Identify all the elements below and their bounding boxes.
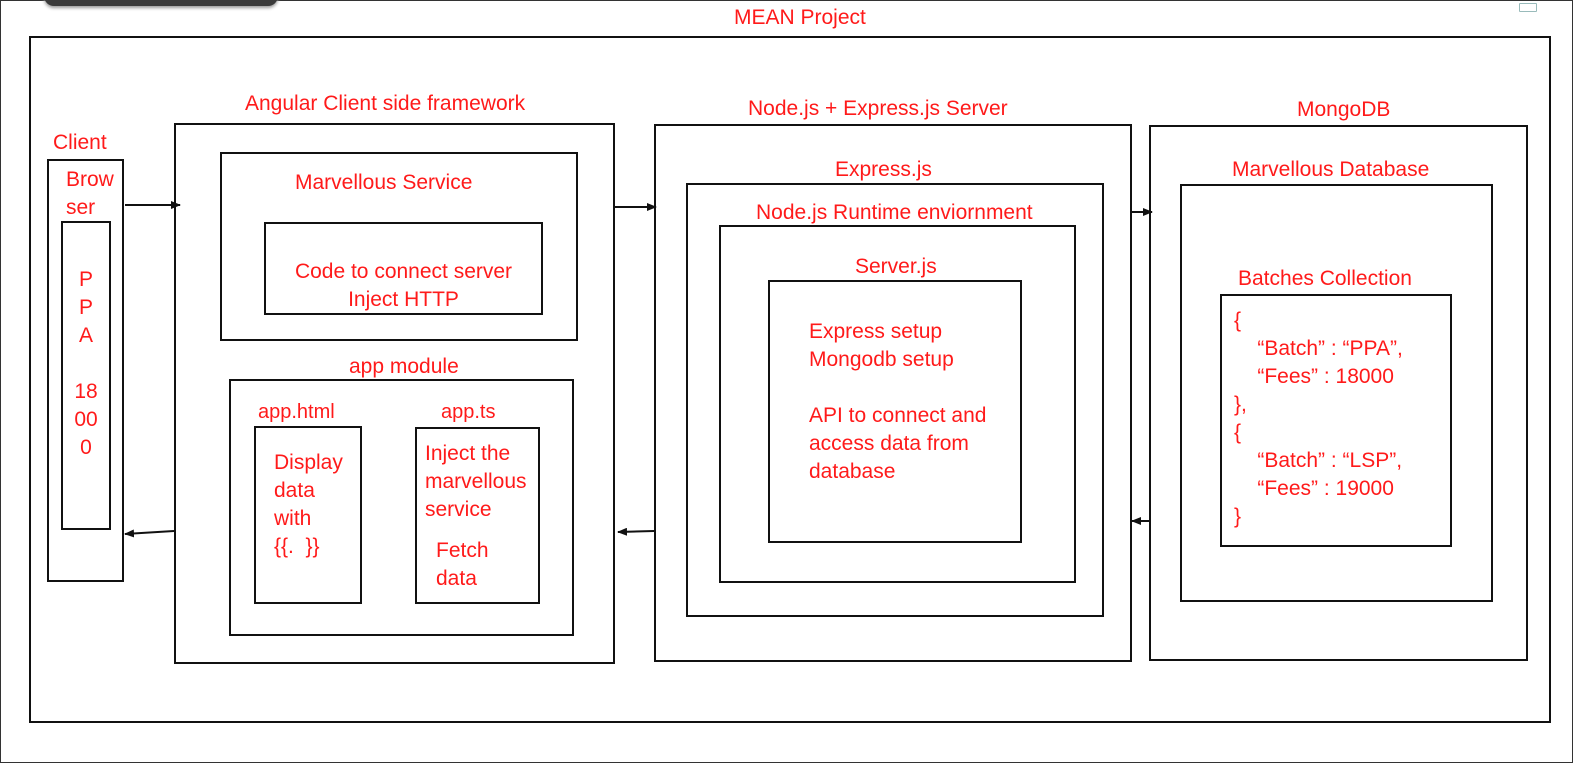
database-box xyxy=(1180,184,1493,602)
app-html-text: Display data with {{. }} xyxy=(274,451,343,558)
mongodb-box xyxy=(1149,125,1528,661)
browser-content: P P A 18 00 0 xyxy=(74,268,98,459)
serverjs-box xyxy=(768,280,1022,543)
app-ts-fetch: Fetch data xyxy=(436,539,489,590)
service-code-text: Code to connect server Inject HTTP xyxy=(294,260,513,311)
serverjs-label: Server.js xyxy=(855,255,937,278)
server-box xyxy=(654,124,1132,662)
collection-label: Batches Collection xyxy=(1238,267,1412,290)
app-module-box xyxy=(229,379,574,636)
app-module-label: app module xyxy=(349,355,459,378)
client-label: Client xyxy=(53,131,107,154)
collection-box xyxy=(1220,294,1452,547)
app-html-label: app.html xyxy=(258,401,335,423)
express-box xyxy=(686,183,1104,617)
serverjs-text: Express setup Mongodb setup API to conne… xyxy=(809,320,987,483)
client-box xyxy=(47,159,124,582)
service-code-box xyxy=(264,222,543,315)
angular-label: Angular Client side framework xyxy=(245,92,526,115)
mongodb-label: MongoDB xyxy=(1297,98,1391,121)
window-tab xyxy=(44,0,278,6)
app-html-box xyxy=(254,426,362,604)
corner-thumbnail-icon xyxy=(1519,3,1537,12)
database-label: Marvellous Database xyxy=(1232,158,1430,181)
angular-box xyxy=(174,123,615,664)
app-ts-label: app.ts xyxy=(441,401,496,423)
arrow-angular-to-client xyxy=(124,529,175,538)
express-label: Express.js xyxy=(835,158,932,181)
runtime-box xyxy=(719,225,1076,583)
collection-text: { “Batch” : “PPA”, “Fees” : 18000 }, { “… xyxy=(1234,309,1403,528)
project-container xyxy=(29,36,1551,723)
browser-screen xyxy=(61,221,111,530)
service-label: Marvellous Service xyxy=(295,171,473,194)
runtime-label: Node.js Runtime enviornment xyxy=(756,201,1033,224)
arrow-server-to-angular xyxy=(617,527,655,536)
service-box xyxy=(220,152,578,341)
app-ts-box xyxy=(415,427,540,604)
diagram-title: MEAN Project xyxy=(734,6,866,29)
app-ts-text: Inject the marvellous service xyxy=(425,442,527,521)
server-label: Node.js + Express.js Server xyxy=(748,97,1008,120)
browser-label: Brow ser xyxy=(66,168,114,219)
